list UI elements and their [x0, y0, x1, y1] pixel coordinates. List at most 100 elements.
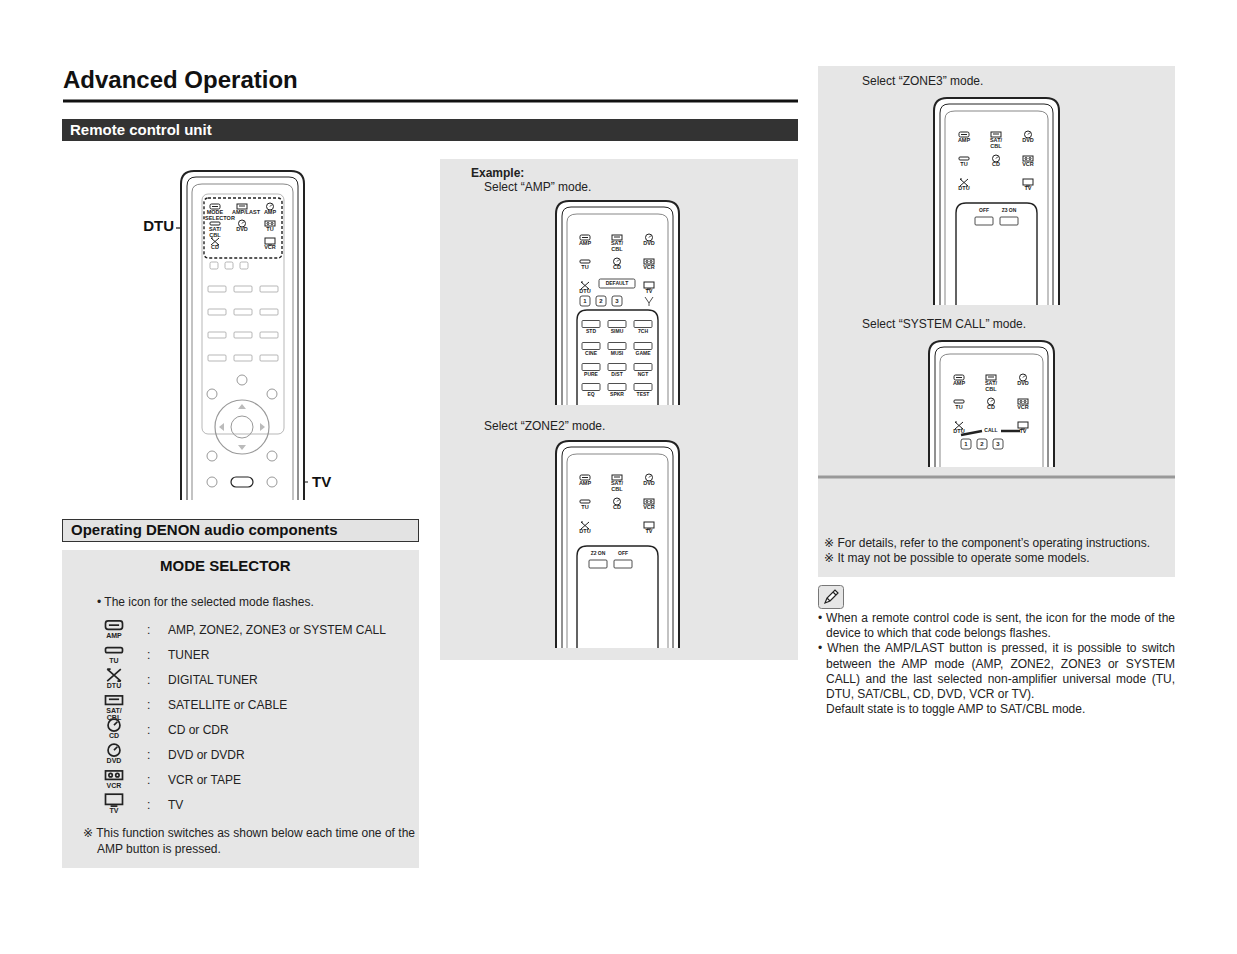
- example-heading: Example:: [471, 166, 524, 180]
- button: [208, 286, 226, 292]
- page-title: Advanced Operation: [63, 66, 298, 95]
- list-text: AMP, ZONE2, ZONE3 or SYSTEM CALL: [168, 623, 386, 637]
- stroke: [993, 134, 999, 135]
- stroke: [988, 377, 994, 378]
- button-label: 3: [612, 298, 622, 304]
- mode-icon: [959, 157, 969, 160]
- button-label: 1: [580, 298, 590, 304]
- mode-icon: [581, 522, 589, 529]
- stroke: [614, 237, 620, 238]
- mode-icon: [955, 422, 963, 429]
- button-label: CD: [607, 505, 627, 511]
- number-key: [225, 262, 233, 269]
- stroke: [1025, 158, 1027, 160]
- stroke: [1024, 401, 1026, 403]
- stroke: [646, 474, 653, 481]
- remote-body: [933, 97, 1060, 305]
- button-label: NGT: [631, 372, 655, 377]
- mode-icon: [954, 375, 964, 380]
- note-text: ※ It may not be possible to operate some…: [824, 551, 1174, 566]
- stroke: [644, 499, 654, 504]
- section-heading: Remote control unit: [70, 122, 212, 139]
- remote-face: [562, 447, 673, 648]
- stroke: [1029, 158, 1031, 160]
- button-label: CD: [205, 245, 225, 251]
- button-label: SAT/ CBL: [607, 241, 627, 252]
- stroke: [991, 132, 1001, 137]
- mode-icon: [991, 132, 1001, 137]
- remote-illustration: AMPSAT/ CBLDVDTUCDVCRDTUTVCALL123: [928, 340, 1055, 467]
- stroke: [991, 400, 993, 402]
- note-text: • When a remote control code is sent, th…: [818, 611, 1175, 641]
- button: [582, 321, 600, 328]
- remote-outline: [556, 201, 679, 405]
- button-label: 2: [596, 298, 606, 304]
- stroke: [1028, 133, 1030, 135]
- mode-icon: [645, 297, 653, 306]
- notes-holder: • When a remote control code is sent, th…: [818, 611, 1175, 718]
- stroke: [988, 398, 995, 405]
- stroke: [617, 500, 619, 502]
- stroke: [646, 501, 648, 503]
- stroke: [993, 155, 1000, 162]
- number-key: [596, 296, 606, 306]
- stroke: [114, 747, 117, 750]
- button-label: DEFAULT: [600, 281, 634, 286]
- step-text: Select “ZONE3” mode.: [862, 74, 983, 88]
- stroke: [580, 260, 590, 263]
- mode-icon: [959, 132, 969, 137]
- button: [582, 384, 600, 391]
- note-text: ※ This function switches as shown below …: [83, 826, 415, 857]
- stroke: [265, 221, 275, 226]
- call-bar: [1001, 430, 1020, 433]
- mode-icon: [1018, 399, 1028, 404]
- icon-label: SAT/ CBL: [99, 707, 129, 721]
- button: [608, 364, 626, 371]
- stroke: [582, 477, 588, 478]
- icon-label: DTU: [99, 682, 129, 689]
- button-label: Z3 ON: [997, 208, 1021, 213]
- button-label: DVD: [1013, 381, 1033, 387]
- mode-icon: [1023, 156, 1033, 161]
- button-label: CD: [607, 265, 627, 271]
- button-label: TU: [575, 505, 595, 511]
- button: [267, 451, 277, 461]
- button-label: CALL: [982, 428, 1000, 433]
- button-label: SAT/ CBL: [981, 381, 1001, 392]
- remote-face: [935, 347, 1048, 467]
- button-label: SAT/ CBL: [607, 481, 627, 492]
- button: [589, 560, 607, 568]
- note-icon: [818, 585, 844, 609]
- stroke: [955, 422, 963, 429]
- button: [267, 477, 277, 487]
- stroke: [108, 744, 120, 756]
- stroke: [106, 696, 123, 705]
- button-label: MODE SELECTOR: [205, 210, 225, 221]
- stroke: [1020, 401, 1022, 403]
- button-label: DTU: [949, 429, 969, 435]
- button-label: TV: [1018, 186, 1038, 192]
- button: [208, 332, 226, 338]
- remote-outline: [556, 441, 679, 648]
- button: [975, 217, 993, 225]
- stroke: [239, 206, 245, 207]
- stroke: [580, 500, 590, 503]
- stroke: [270, 205, 272, 207]
- button-label: STD: [579, 329, 603, 334]
- button: [207, 477, 217, 487]
- button: [208, 309, 226, 315]
- mode-icon: [1023, 179, 1033, 186]
- button: [260, 355, 278, 361]
- number-key: [210, 262, 218, 269]
- number-key: [993, 439, 1003, 449]
- button-label: AMP: [575, 241, 595, 247]
- mode-icon: [239, 220, 246, 227]
- button: [1000, 217, 1018, 225]
- note-text: Default state is to toggle AMP to SAT/CB…: [818, 702, 1175, 717]
- step-text: Select “ZONE2” mode.: [484, 419, 605, 433]
- button: [634, 321, 652, 328]
- mode-icon: [612, 235, 622, 240]
- button-label: OFF: [611, 551, 635, 556]
- pencil: [825, 590, 838, 603]
- stroke: [111, 805, 118, 807]
